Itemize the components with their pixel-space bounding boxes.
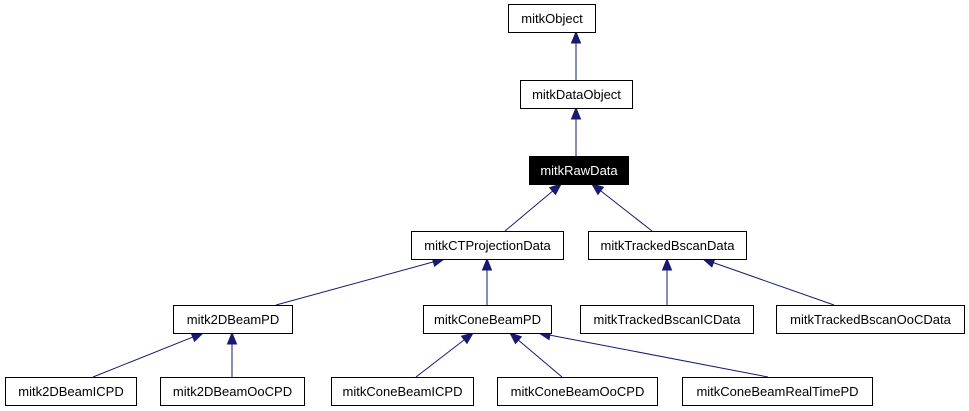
class-node-mitkDataObject[interactable]: mitkDataObject (520, 80, 633, 109)
edge-line (415, 339, 465, 378)
class-node-mitkRawData[interactable]: mitkRawData (529, 156, 629, 185)
class-node-mitkCTProjectionData[interactable]: mitkCTProjectionData (411, 231, 564, 260)
arrowhead-icon (548, 183, 563, 196)
edge-mitkConeBeamOoCPD-to-mitkConeBeamPD (508, 332, 563, 378)
class-node-box[interactable] (520, 80, 633, 109)
edge-mitkTrackedBscanOoCData-to-mitkTrackedBscanData (701, 257, 835, 306)
arrowhead-icon (460, 332, 475, 345)
class-node-label[interactable]: mitkConeBeamRealTimePD (696, 384, 858, 399)
class-node-label[interactable]: mitkConeBeamOoCPD (511, 384, 645, 399)
class-node-mitk2DBeamOoCPD[interactable]: mitk2DBeamOoCPD (160, 377, 305, 406)
edge-mitkTrackedBscanData-to-mitkRawData (590, 183, 653, 232)
class-node-box[interactable] (588, 231, 747, 260)
edge-mitk2DBeamOoCPD-to-mitk2DBeamPD (226, 331, 238, 377)
class-node-box[interactable] (497, 377, 658, 406)
class-node-mitkObject[interactable]: mitkObject (508, 4, 596, 33)
class-node-box[interactable] (508, 4, 596, 33)
class-node-label[interactable]: mitkConeBeamPD (434, 312, 541, 327)
class-node-label[interactable]: mitkCTProjectionData (424, 238, 551, 253)
arrowhead-icon (226, 331, 238, 345)
class-node-mitkTrackedBscanData[interactable]: mitkTrackedBscanData (588, 231, 747, 260)
class-node-label[interactable]: mitk2DBeamPD (187, 312, 279, 327)
class-node-box[interactable] (682, 377, 873, 406)
class-node-label[interactable]: mitkTrackedBscanICData (594, 312, 742, 327)
class-node-label[interactable]: mitkConeBeamICPD (343, 384, 463, 399)
class-node-mitkConeBeamOoCPD[interactable]: mitkConeBeamOoCPD (497, 377, 658, 406)
class-node-label[interactable]: mitkDataObject (532, 87, 621, 102)
class-node-mitkConeBeamICPD[interactable]: mitkConeBeamICPD (331, 377, 474, 406)
class-node-box[interactable] (776, 305, 965, 334)
edge-mitkConeBeamRealTimePD-to-mitkConeBeamPD (537, 330, 769, 378)
arrowhead-icon (590, 183, 605, 196)
arrowhead-icon (570, 106, 582, 120)
class-node-mitk2DBeamPD[interactable]: mitk2DBeamPD (173, 305, 293, 334)
class-node-mitkConeBeamPD[interactable]: mitkConeBeamPD (423, 305, 552, 334)
class-node-mitkTrackedBscanOoCData[interactable]: mitkTrackedBscanOoCData (776, 305, 965, 334)
edge-mitk2DBeamICPD-to-mitk2DBeamPD (92, 332, 205, 378)
class-node-label[interactable]: mitkObject (521, 11, 583, 26)
class-node-box[interactable] (173, 305, 293, 334)
edge-line (518, 339, 563, 378)
edge-mitkConeBeamPD-to-mitkCTProjectionData (481, 257, 493, 305)
class-node-box[interactable] (529, 156, 629, 185)
edge-mitkCTProjectionData-to-mitkRawData (504, 183, 563, 232)
edge-mitkDataObject-to-mitkObject (570, 30, 582, 80)
arrowhead-icon (661, 257, 673, 271)
edge-line (504, 190, 553, 232)
edge-mitk2DBeamPD-to-mitkCTProjectionData (275, 257, 446, 306)
class-node-mitk2DBeamICPD[interactable]: mitk2DBeamICPD (5, 377, 137, 406)
arrowhead-icon (190, 332, 205, 343)
edge-mitkTrackedBscanICData-to-mitkTrackedBscanData (661, 257, 673, 305)
class-node-box[interactable] (423, 305, 552, 334)
class-node-mitkTrackedBscanICData[interactable]: mitkTrackedBscanICData (580, 305, 754, 334)
arrowhead-icon (481, 257, 493, 271)
edge-line (275, 261, 434, 306)
edge-mitkRawData-to-mitkDataObject (570, 106, 582, 156)
edge-line (92, 336, 193, 378)
class-node-label[interactable]: mitkTrackedBscanData (601, 238, 736, 253)
class-node-box[interactable] (5, 377, 137, 406)
class-node-label[interactable]: mitkRawData (540, 163, 618, 178)
class-node-mitkConeBeamRealTimePD[interactable]: mitkConeBeamRealTimePD (682, 377, 873, 406)
edge-line (600, 190, 653, 232)
nodes-layer: mitkObject mitkDataObject mitkRawData mitkC… (5, 4, 965, 406)
edge-line (549, 334, 769, 378)
edge-mitkConeBeamICPD-to-mitkConeBeamPD (415, 332, 475, 378)
class-node-box[interactable] (580, 305, 754, 334)
class-node-label[interactable]: mitk2DBeamICPD (18, 384, 123, 399)
class-node-label[interactable]: mitkTrackedBscanOoCData (790, 312, 951, 327)
class-node-box[interactable] (411, 231, 564, 260)
arrowhead-icon (570, 30, 582, 44)
class-node-box[interactable] (331, 377, 474, 406)
class-node-label[interactable]: mitk2DBeamOoCPD (173, 384, 292, 399)
edge-line (713, 262, 835, 306)
arrowhead-icon (508, 332, 523, 345)
class-node-box[interactable] (160, 377, 305, 406)
